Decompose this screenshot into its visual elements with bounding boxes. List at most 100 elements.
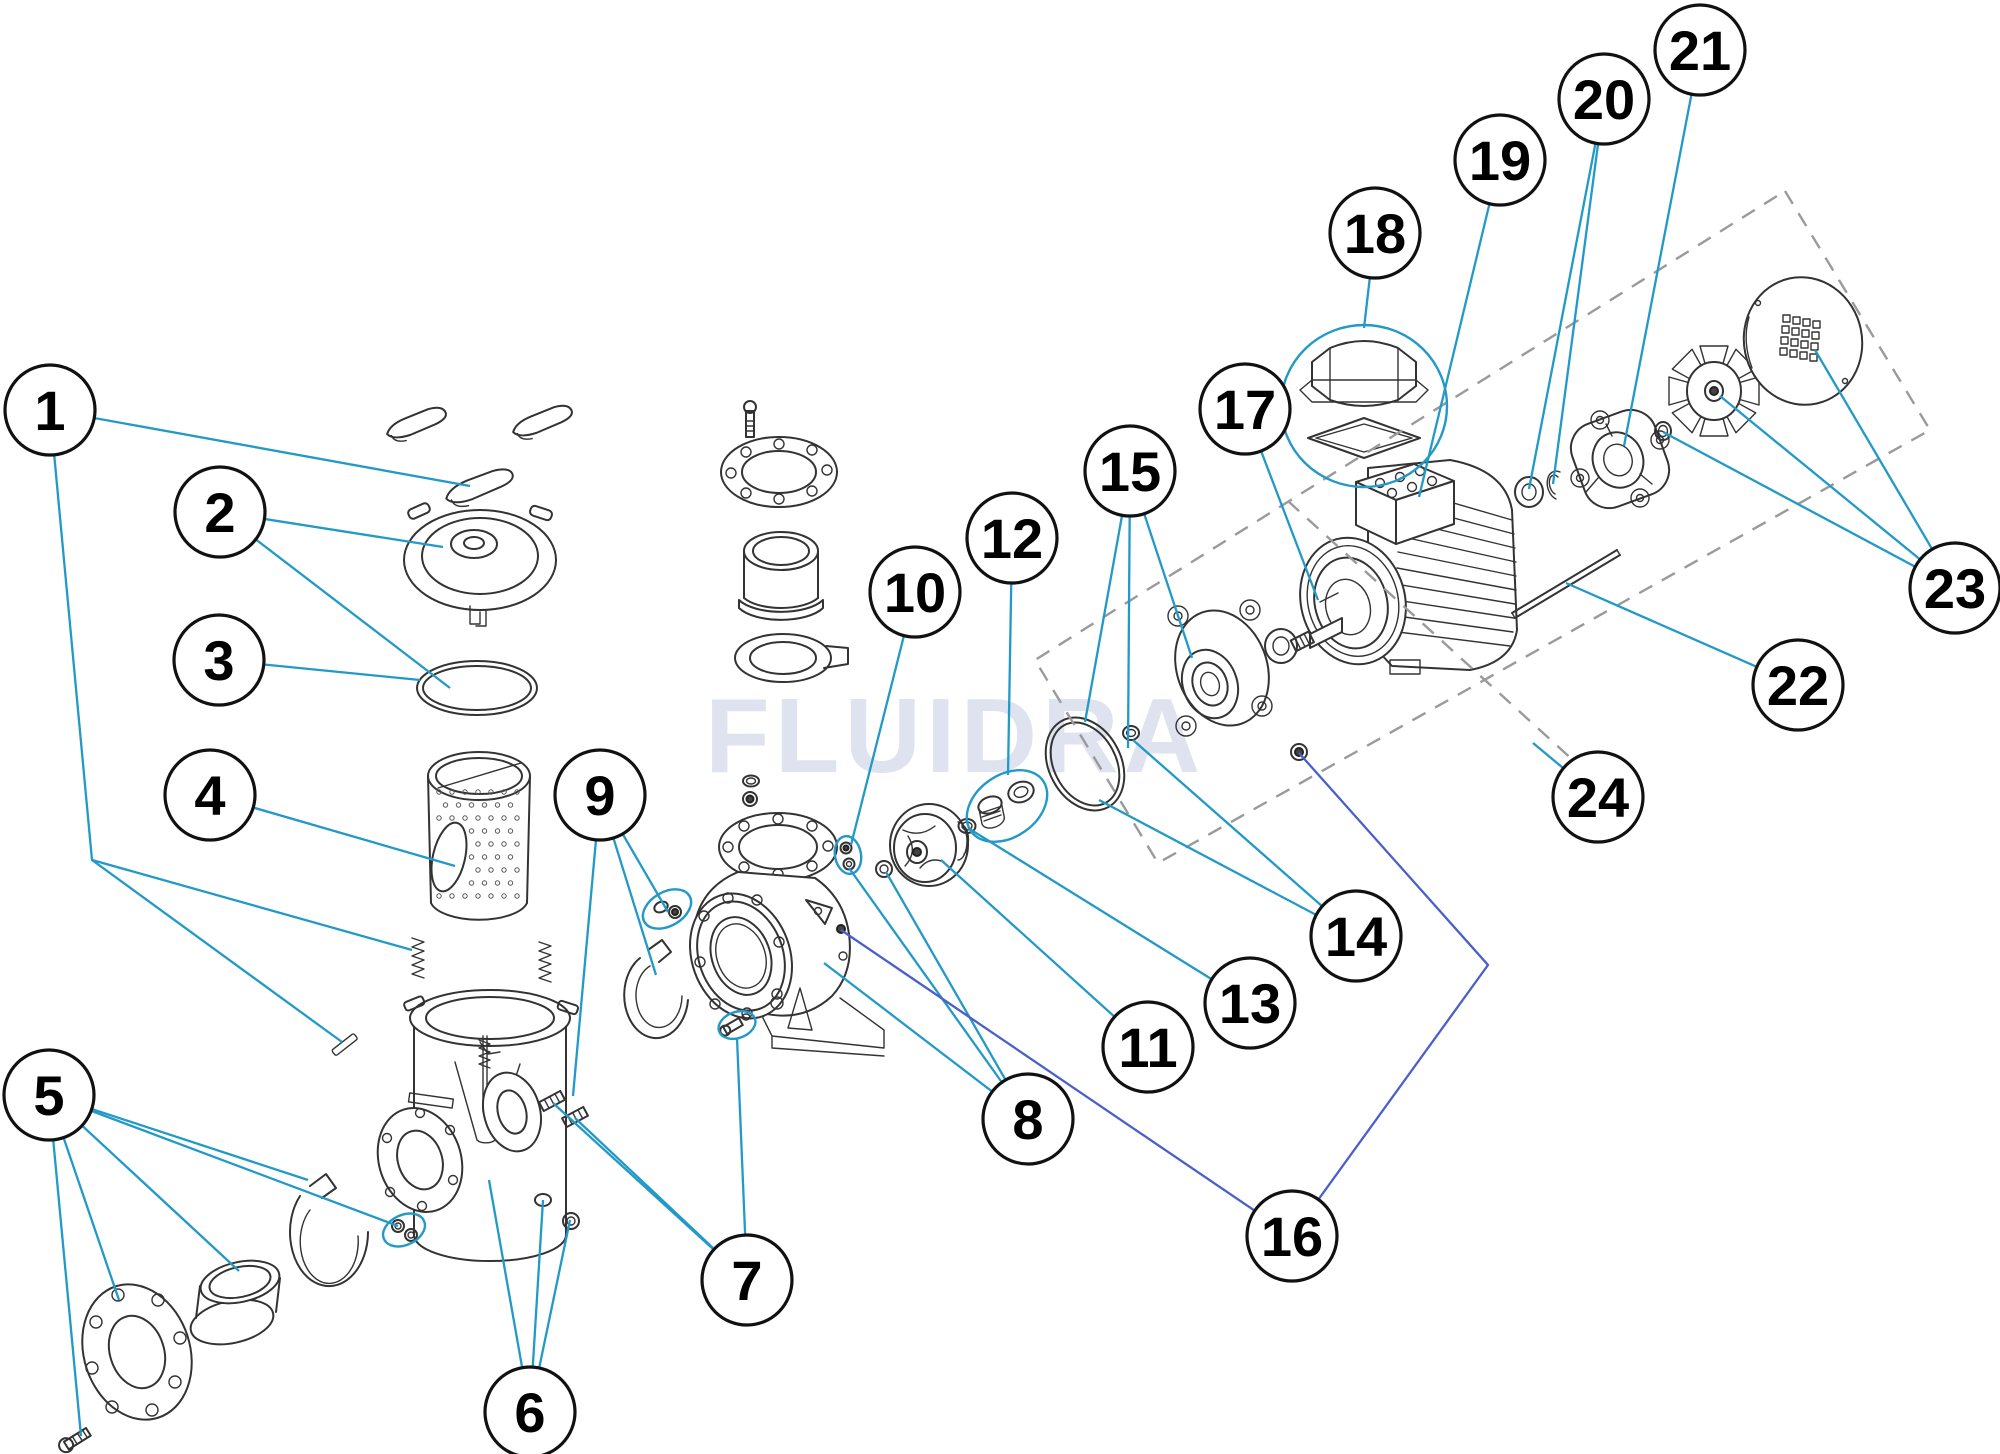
perforation-dot bbox=[449, 893, 455, 899]
inlet-flange-drawing bbox=[58, 1173, 418, 1454]
perforation-dot bbox=[501, 789, 507, 795]
perforation-dot bbox=[475, 815, 481, 821]
leader-line bbox=[219, 511, 451, 689]
perforation-dot bbox=[449, 789, 455, 795]
callout-23 bbox=[1908, 541, 2000, 635]
counter-flange-drawing bbox=[720, 400, 849, 807]
perforation-dot bbox=[494, 854, 501, 860]
callout-17 bbox=[1198, 362, 1292, 456]
callout-9 bbox=[553, 748, 647, 842]
impeller-nut-balloon bbox=[833, 834, 863, 876]
callout-label-7: 7 bbox=[731, 1249, 762, 1312]
callout-label-9: 9 bbox=[584, 764, 615, 827]
perforation-dot bbox=[501, 841, 507, 847]
callout-label-23: 23 bbox=[1924, 557, 1986, 620]
perforation-dot bbox=[501, 893, 507, 899]
leader-line bbox=[571, 794, 602, 1097]
perforation-dot bbox=[494, 802, 501, 808]
perforation-dot bbox=[449, 815, 455, 821]
callout-4 bbox=[163, 748, 257, 842]
leader-line bbox=[885, 871, 1029, 1120]
callout-3 bbox=[172, 613, 266, 707]
callout-label-12: 12 bbox=[981, 507, 1043, 570]
leader-line bbox=[91, 859, 343, 1043]
perforation-dot bbox=[468, 802, 475, 808]
leader-line bbox=[49, 408, 471, 488]
tank-nut-balloon bbox=[381, 1212, 427, 1248]
callout-label-8: 8 bbox=[1012, 1088, 1043, 1151]
terminal-cover-drawing bbox=[1299, 340, 1429, 459]
assembly-dashed-outline bbox=[1033, 189, 1932, 865]
perforation-dot bbox=[468, 880, 475, 886]
callout-15 bbox=[1083, 424, 1177, 518]
perforation-dot bbox=[494, 880, 501, 886]
perforation-dot bbox=[481, 880, 488, 886]
leader-line bbox=[1622, 49, 1702, 447]
callout-20 bbox=[1557, 52, 1651, 146]
perforation-dot bbox=[507, 880, 514, 886]
callout-label-1: 1 bbox=[34, 379, 65, 442]
callout-2 bbox=[173, 465, 267, 559]
leader-line bbox=[1417, 159, 1502, 498]
callout-label-14: 14 bbox=[1325, 905, 1387, 968]
callout-label-22: 22 bbox=[1767, 654, 1829, 717]
callout-6 bbox=[483, 1365, 577, 1454]
mechanical-seal-icon bbox=[977, 780, 1035, 829]
leader-line bbox=[1719, 395, 1956, 589]
leader-line bbox=[1527, 98, 1606, 490]
callout-label-4: 4 bbox=[194, 764, 225, 827]
leader-line bbox=[967, 827, 1251, 1004]
callout-label-19: 19 bbox=[1469, 129, 1531, 192]
callout-19 bbox=[1453, 113, 1547, 207]
callout-1 bbox=[3, 363, 97, 457]
callout-14 bbox=[1309, 889, 1403, 983]
perforation-dot bbox=[475, 867, 481, 873]
leader-line bbox=[848, 867, 1029, 1120]
callout-label-5: 5 bbox=[33, 1064, 64, 1127]
perforation-dot bbox=[488, 841, 494, 847]
callout-label-24: 24 bbox=[1567, 766, 1629, 829]
perforation-dot bbox=[507, 802, 514, 808]
callout-label-20: 20 bbox=[1573, 68, 1635, 131]
fluidra-watermark: FLUIDRA bbox=[705, 677, 1205, 795]
callout-label-15: 15 bbox=[1099, 440, 1161, 503]
shaft-key-icon bbox=[1511, 549, 1621, 619]
perforation-dot bbox=[494, 828, 501, 834]
perforation-dot bbox=[475, 893, 481, 899]
callout-label-21: 21 bbox=[1669, 19, 1731, 82]
strainer-tank-drawing bbox=[376, 989, 589, 1262]
perforation-dot bbox=[488, 893, 494, 899]
callout-label-17: 17 bbox=[1214, 378, 1276, 441]
perforation-dot bbox=[462, 815, 468, 821]
pump-volute-drawing bbox=[623, 812, 885, 1057]
perforation-dot bbox=[501, 815, 507, 821]
bearing-bracket-icon bbox=[1569, 408, 1671, 510]
callout-label-18: 18 bbox=[1344, 202, 1406, 265]
mechanical-seal-balloon bbox=[965, 768, 1049, 844]
perforation-dot bbox=[514, 789, 520, 795]
callout-11 bbox=[1101, 1000, 1195, 1094]
leader-line bbox=[1662, 430, 1956, 590]
strainer-lid-drawing bbox=[403, 502, 557, 627]
perforation-dot bbox=[436, 789, 442, 795]
leader-line bbox=[1551, 98, 1606, 485]
motor-assembly-outline-edge bbox=[1287, 500, 1576, 763]
perforation-dot bbox=[488, 867, 494, 873]
strainer-basket-drawing bbox=[427, 751, 531, 922]
perforation-dot bbox=[462, 789, 468, 795]
leader-line bbox=[1132, 739, 1357, 937]
perforation-dot bbox=[514, 867, 520, 873]
callout-22 bbox=[1751, 638, 1845, 732]
fan-icon bbox=[1668, 345, 1760, 437]
callout-12 bbox=[965, 491, 1059, 585]
callout-21 bbox=[1653, 3, 1747, 97]
callout-5 bbox=[2, 1048, 96, 1142]
perforation-dot bbox=[514, 893, 520, 899]
perforation-dot bbox=[481, 854, 488, 860]
callout-label-6: 6 bbox=[514, 1381, 545, 1444]
perforation-dot bbox=[475, 789, 481, 795]
stud-spring-icon bbox=[331, 937, 552, 1056]
wing-knob-icon bbox=[386, 404, 573, 508]
